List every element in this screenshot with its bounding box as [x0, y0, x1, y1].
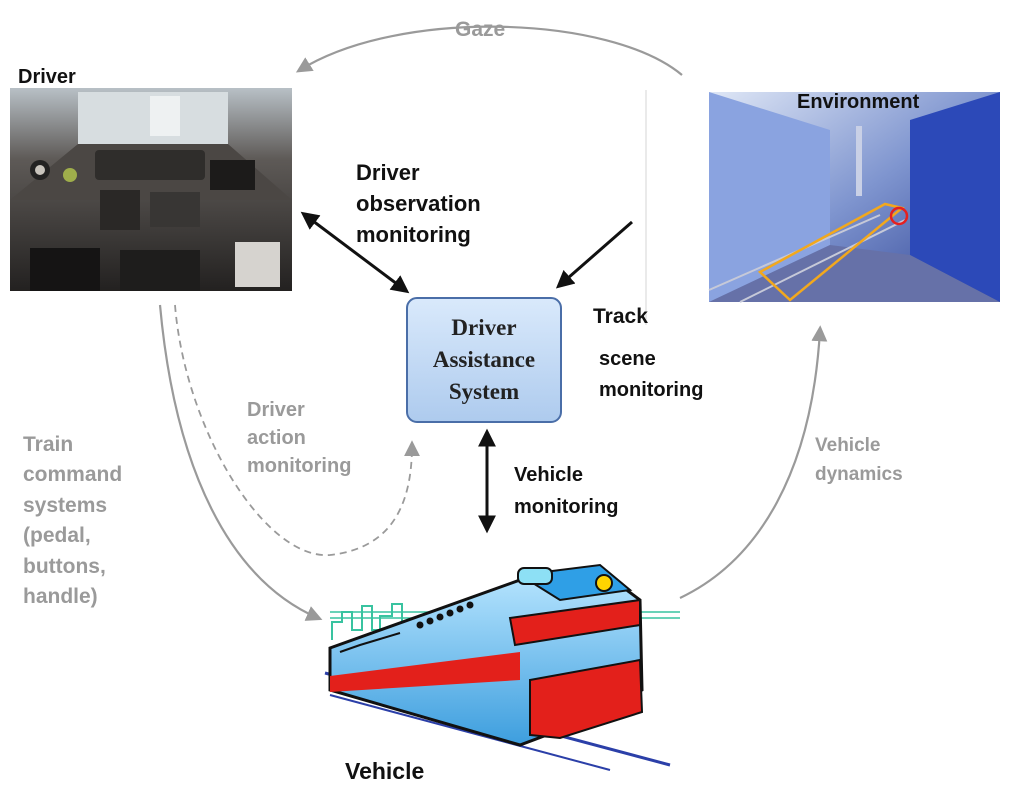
- track-scene-arrow: [555, 220, 633, 289]
- train-line-5: buttons,: [23, 554, 106, 578]
- track-line-2: scene: [599, 348, 656, 370]
- gaze-line-1: Gaze: [455, 18, 506, 41]
- gaze-arrow: [295, 25, 683, 76]
- track-scene-label: scene monitoring: [599, 344, 703, 406]
- vm-line-1: Vehicle: [514, 464, 583, 486]
- train-line-1: Train: [23, 433, 74, 456]
- driver-assistance-system-box: Driver Assistance System: [406, 297, 562, 423]
- driver-assistance-system-label: Driver Assistance System: [433, 312, 535, 409]
- environment-node-title: Environment: [797, 91, 920, 113]
- track-line-3: monitoring: [599, 379, 704, 401]
- train-line-2: command: [23, 463, 123, 487]
- vm-line-2: monitoring: [514, 496, 619, 518]
- train-line-3: systems: [23, 493, 108, 517]
- driver-node-title: Driver: [18, 66, 76, 88]
- track-scene-label-title: Track: [593, 305, 648, 329]
- gaze-label: Gaze: [455, 18, 505, 42]
- action-line-3: monitoring: [247, 455, 352, 477]
- driver-action-arrow: [174, 304, 420, 556]
- train-line-4: (pedal,: [23, 524, 91, 548]
- vehicle-dynamics-arrow: [679, 325, 828, 599]
- das-line-2: Assistance: [432, 346, 536, 372]
- action-line-1: Driver: [247, 399, 305, 421]
- train-command-arrow: [158, 304, 323, 621]
- vehicle-dynamics-label: Vehicle dynamics: [815, 432, 903, 489]
- vehicle-node-title: Vehicle: [345, 758, 425, 784]
- driver-cab-image: [10, 88, 292, 291]
- train-image: [324, 563, 680, 771]
- obs-line-2: observation: [356, 191, 481, 217]
- driver-observation-arrow: [300, 211, 410, 294]
- vehicle-monitoring-label: Vehicle monitoring: [514, 459, 618, 523]
- dyn-line-2: dynamics: [815, 463, 903, 485]
- das-line-3: System: [448, 379, 520, 405]
- train-command-label: Train command systems (pedal, buttons, h…: [23, 430, 122, 613]
- das-line-1: Driver: [451, 314, 517, 340]
- dyn-line-1: Vehicle: [815, 435, 881, 456]
- obs-line-3: monitoring: [356, 222, 471, 248]
- driver-action-label: Driver action monitoring: [247, 396, 351, 480]
- action-line-2: action: [247, 427, 306, 449]
- track-environment-image: [708, 92, 1000, 303]
- train-line-6: handle): [23, 585, 98, 609]
- track-line-1: Track: [593, 305, 648, 328]
- driver-observation-label: Driver observation monitoring: [356, 157, 481, 251]
- obs-line-1: Driver: [356, 160, 420, 185]
